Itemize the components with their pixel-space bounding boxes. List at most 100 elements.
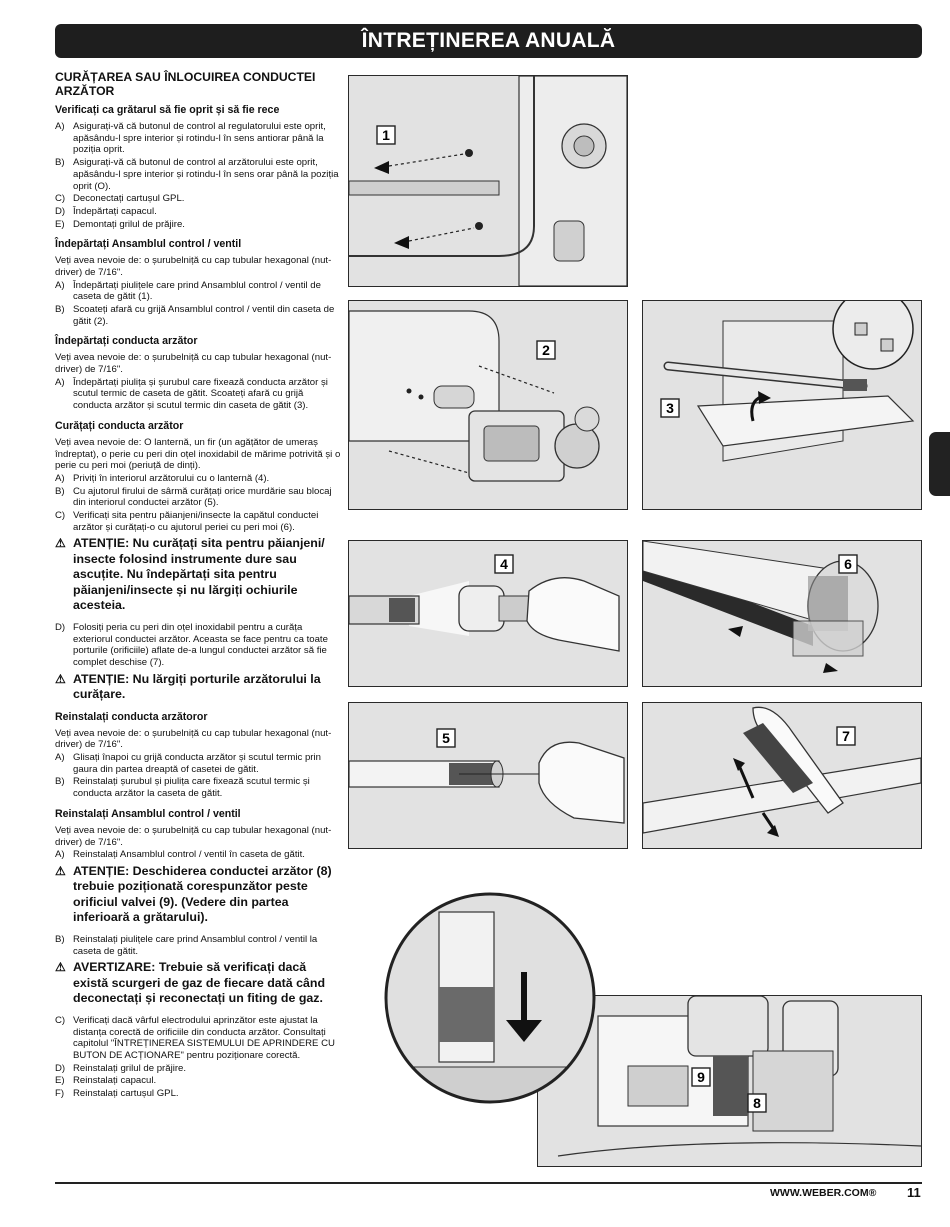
brush-handle bbox=[752, 706, 844, 814]
figure-5-clean-with-wire: 5 bbox=[348, 702, 628, 849]
instructions-column: CURĂȚAREA SAU ÎNLOCUIREA CONDUCTEI ARZĂT… bbox=[55, 70, 341, 1101]
caution-note: ⚠ATENȚIE: Nu lărgiți porturile arzătorul… bbox=[55, 671, 321, 702]
section-title: CURĂȚAREA SAU ÎNLOCUIREA CONDUCTEI ARZĂT… bbox=[55, 70, 316, 99]
subsection-title: Curățați conducta arzător bbox=[55, 419, 184, 432]
footer-website: WWW.WEBER.COM® bbox=[770, 1187, 877, 1199]
control-knob-shape bbox=[554, 423, 600, 469]
detail-callout-circle bbox=[832, 301, 914, 370]
detail-magnifier-circle bbox=[384, 892, 596, 1104]
burner-tube-end bbox=[433, 385, 475, 409]
caution-note: ⚠ATENȚIE: Nu curățați sita pentru păianj… bbox=[55, 536, 325, 613]
figure-number: 9 bbox=[697, 1069, 705, 1085]
removal-path-line bbox=[408, 227, 475, 242]
hole-shape bbox=[418, 394, 424, 400]
figure-1-remove-control-nuts: 1 bbox=[348, 75, 628, 287]
arrow-icon bbox=[394, 236, 409, 249]
direction-line bbox=[736, 762, 755, 799]
figure-number: 4 bbox=[500, 556, 508, 572]
figure-number: 1 bbox=[382, 127, 390, 143]
subsection-title: Verificați ca grătarul să fie oprit și s… bbox=[55, 104, 280, 117]
arrow-icon bbox=[767, 825, 779, 837]
figure-1-illustration: 1 bbox=[349, 76, 627, 286]
page-title-bar: ÎNTREȚINEREA ANUALĂ bbox=[55, 24, 922, 58]
subsection-title: Reinstalați Ansamblul control / ventil bbox=[55, 807, 241, 820]
detail-circle-outline bbox=[384, 892, 596, 1104]
figure-6-illustration: 6 bbox=[643, 541, 879, 673]
list-item: D)Îndepărtați capacul. bbox=[55, 205, 157, 217]
warning-icon: ⚠ bbox=[55, 671, 66, 686]
spider-screen bbox=[389, 598, 415, 622]
warning-note: ⚠AVERTIZARE: Trebuie să verificați dacă … bbox=[55, 960, 326, 1006]
down-arrow-icon bbox=[506, 1020, 542, 1042]
list-item: B)Reinstalați șurubul și piulița care fi… bbox=[55, 776, 310, 800]
arrow-icon bbox=[374, 161, 389, 174]
burner-tube bbox=[643, 757, 921, 834]
warning-icon: ⚠ bbox=[55, 960, 66, 975]
burner-tube-end bbox=[713, 1056, 748, 1116]
brush-bristles bbox=[743, 723, 813, 793]
warning-icon: ⚠ bbox=[55, 863, 66, 878]
section-tab bbox=[929, 432, 950, 496]
figure-number-box bbox=[691, 1067, 711, 1087]
list-item: C)Verificați dacă vârful electrodului ap… bbox=[55, 1014, 335, 1061]
page-number: 11 bbox=[907, 1185, 921, 1200]
valve-housing bbox=[752, 1050, 834, 1132]
warning-icon: ⚠ bbox=[55, 536, 66, 551]
grill-base-edge bbox=[557, 1142, 921, 1157]
list-item: A)Priviți în interiorul arzătorului cu o… bbox=[55, 472, 270, 484]
subsection-title: Reinstalați conducta arzătoror bbox=[55, 710, 208, 723]
figure-number-box bbox=[660, 398, 680, 418]
tools-needed: Veți avea nevoie de: o șurubelniță cu ca… bbox=[55, 255, 332, 278]
figure-4-inspect-with-flashlight: 4 bbox=[348, 540, 628, 687]
removal-path-line bbox=[388, 153, 465, 167]
arrow-icon bbox=[758, 391, 771, 404]
alignment-line bbox=[478, 365, 555, 394]
list-item: C)Verificați sita pentru păianjeni/insec… bbox=[55, 510, 319, 533]
list-item: B)Reinstalați piulițele care prind Ansam… bbox=[55, 933, 318, 957]
figure-number-box bbox=[836, 726, 856, 746]
figure-2-illustration: 2 bbox=[349, 310, 600, 482]
list-item: E)Reinstalați capacul. bbox=[55, 1075, 157, 1087]
tools-needed: Veți avea nevoie de: o șurubelniță cu ca… bbox=[55, 727, 332, 751]
bolt-shape bbox=[880, 338, 894, 352]
subsection-title: Îndepărtați conducta arzător bbox=[55, 335, 198, 348]
arrow-icon bbox=[823, 663, 838, 673]
list-item: A)Asigurați-vă că butonul de control al … bbox=[55, 120, 326, 156]
list-item: A)Îndepărtați piulițele care prind Ansam… bbox=[55, 279, 321, 303]
list-item: A)Îndepărtați piulița și șurubul care fi… bbox=[55, 376, 328, 412]
nut-shape bbox=[475, 222, 483, 230]
figure-3-remove-burner-tube: 3 bbox=[642, 300, 922, 510]
figure-number: 8 bbox=[753, 1095, 761, 1111]
hand-shape bbox=[526, 577, 620, 652]
figures-8-9-valve-alignment: 9 8 bbox=[537, 995, 922, 1167]
figure-number: 2 bbox=[542, 342, 550, 358]
soft-brush-shape bbox=[792, 620, 864, 657]
list-item: B)Cu ajutorul firului de sârmă curățați … bbox=[55, 485, 332, 509]
list-item: B)Scoateți afară cu grijă Ansamblul cont… bbox=[55, 304, 335, 327]
bracket-shape bbox=[627, 1065, 689, 1107]
figure-6-clean-spider-screen: 6 bbox=[642, 540, 922, 687]
regulator-fitting bbox=[553, 220, 585, 262]
list-item: E)Demontați grilul de prăjire. bbox=[55, 218, 185, 230]
list-item: D)Folosiți peria cu peri din oțel inoxid… bbox=[55, 621, 328, 669]
figure-number-box bbox=[376, 125, 396, 145]
list-item: F)Reinstalați cartușul GPL. bbox=[55, 1088, 179, 1100]
figure-number-box bbox=[494, 554, 514, 574]
nut-shape bbox=[854, 322, 868, 336]
arrow-icon bbox=[728, 626, 743, 637]
figure-number: 7 bbox=[842, 728, 850, 744]
figure-number-box bbox=[838, 554, 858, 574]
list-item: B)Asigurați-vă că butonul de control al … bbox=[55, 157, 339, 192]
spider-screen bbox=[439, 987, 494, 1042]
nut-shape bbox=[465, 149, 473, 157]
figure-5-illustration: 5 bbox=[349, 728, 625, 824]
figure-number-box bbox=[436, 728, 456, 748]
figure-number: 3 bbox=[666, 400, 674, 416]
figure-number: 6 bbox=[844, 556, 852, 572]
figure-8-9-illustration: 9 8 bbox=[557, 996, 921, 1157]
hole-shape bbox=[406, 388, 412, 394]
flashlight-head bbox=[458, 585, 505, 632]
subsection-title: Îndepărtați Ansamblul control / ventil bbox=[55, 238, 242, 251]
footer-rule bbox=[55, 1182, 922, 1184]
figure-number-box bbox=[747, 1093, 767, 1113]
